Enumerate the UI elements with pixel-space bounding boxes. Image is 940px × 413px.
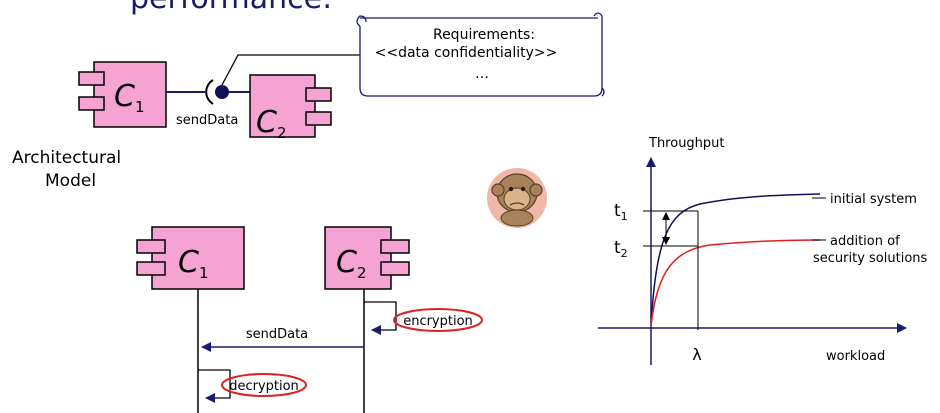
seq-decryption-label: decryption [229, 379, 299, 394]
seq-encryption-highlight [393, 308, 483, 332]
seq-c2-sub: 2 [357, 264, 367, 282]
svg-text:C2: C2 [256, 105, 287, 142]
svg-text:C1: C1 [114, 79, 145, 116]
graph-x-axis-label: workload [826, 349, 885, 364]
seq-decryption-highlight [221, 373, 307, 397]
svg-text:t1: t1 [614, 201, 628, 223]
svg-text:C1: C1 [178, 245, 209, 282]
requirements-confidentiality: <<data confidentiality>> [375, 45, 558, 61]
throughput-graph: Throughput workload t1 t2 λ initial syst… [598, 136, 928, 365]
seq-component-c2: C2 [324, 226, 410, 290]
t1-sub: 1 [621, 210, 628, 223]
svg-text:t2: t2 [614, 238, 628, 260]
t2-label: t [614, 238, 621, 258]
arch-provided-interface [215, 85, 229, 99]
slide-title-fragment: performance: [130, 0, 332, 16]
curve-initial-label: initial system [830, 192, 917, 207]
requirements-leader-line [221, 54, 365, 86]
requirements-ellipsis: … [475, 66, 489, 82]
requirements-title: Requirements: [433, 27, 535, 43]
curve-security-label-line1: addition of [830, 234, 900, 249]
seq-c1-sub: 1 [199, 264, 209, 282]
seq-self-call-c1 [198, 369, 231, 403]
seq-c1-name: C [178, 245, 199, 280]
arch-component-c1: C1 [78, 61, 167, 128]
arch-c1-name: C [114, 79, 135, 114]
seq-c2-name: C [336, 245, 357, 280]
arch-c2-name: C [256, 105, 277, 140]
graph-y-axis-label: Throughput [648, 136, 725, 151]
curve-security-label-line2: security solutions [813, 251, 928, 266]
t1-label: t [614, 201, 621, 221]
arch-required-interface [205, 79, 214, 105]
arch-connector-label: sendData [176, 113, 238, 128]
requirements-scroll: Requirements: <<data confidentiality>> … [356, 12, 605, 97]
t2-sub: 2 [621, 247, 628, 260]
seq-encryption-label: encryption [403, 314, 473, 329]
seq-senddata-label: sendData [246, 327, 308, 342]
svg-text:C2: C2 [336, 245, 367, 282]
arch-caption-line1: Architectural [12, 148, 121, 168]
curve-security-solutions [650, 239, 821, 327]
curve-initial-system [650, 193, 821, 327]
arch-c2-sub: 2 [277, 124, 287, 142]
arch-c1-sub: 1 [135, 98, 145, 116]
seq-component-c1: C1 [136, 226, 245, 290]
arch-caption-line2: Model [45, 171, 96, 191]
monkey-icon [487, 168, 547, 228]
lambda-label: λ [692, 345, 701, 364]
seq-self-call-c2 [364, 301, 397, 335]
arch-component-c2: C2 [249, 74, 332, 142]
